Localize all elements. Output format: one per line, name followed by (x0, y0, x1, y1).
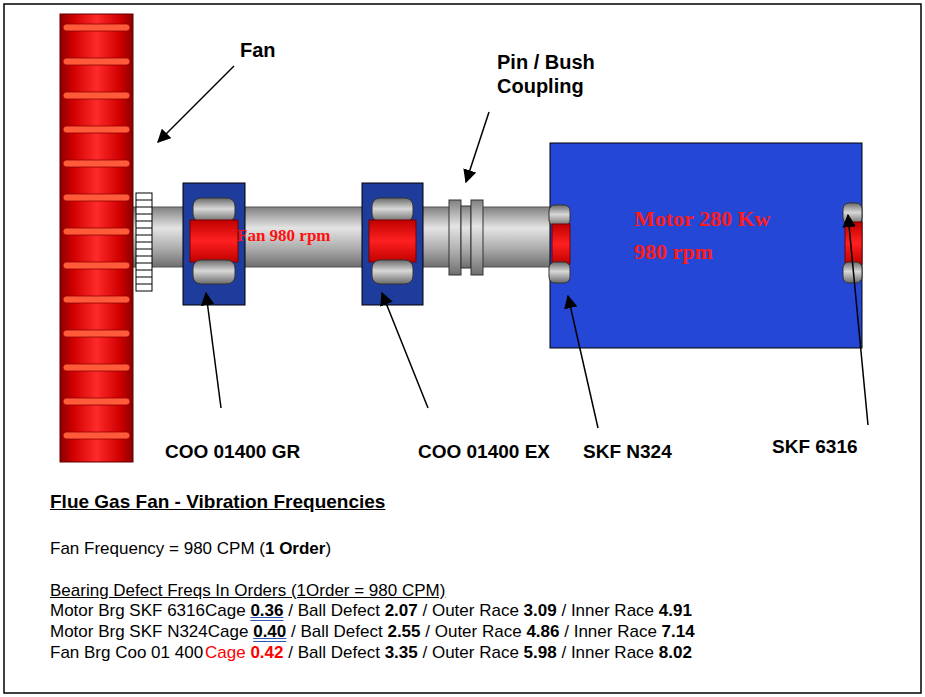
part-label: Fan (240, 38, 276, 62)
table-text: / Ball Defect (288, 600, 380, 621)
frequency-value: 3.09 (524, 600, 557, 621)
leader-lines (158, 66, 868, 428)
motor-node: Motor 280 Kw 980 rpm (628, 198, 828, 278)
frequency-value: 0.40 (253, 621, 286, 642)
table-text: / Outer Race (425, 621, 521, 642)
table-text: Cage (205, 600, 246, 621)
motor-body (549, 143, 862, 348)
bearing-label: COO 01400 EX (418, 440, 550, 464)
text-line: Motor Brg SKF N324Cage0.40/ Ball Defect2… (50, 621, 699, 642)
node-text: Motor 280 Kw 980 rpm (634, 202, 802, 268)
table-text: / Ball Defect (291, 621, 383, 642)
table-text: Bearing Defect Freqs In Orders (1Order =… (50, 580, 445, 601)
frequency-value: 0.42 (250, 642, 283, 663)
text-line: Bearing Defect Freqs In Orders (1Order =… (50, 580, 450, 601)
table-text: / Inner Race (561, 600, 654, 621)
row-heading: Motor Brg SKF N324 (50, 621, 208, 642)
bearing-label: SKF N324 (583, 440, 672, 464)
table-text: / Inner Race (564, 621, 657, 642)
table-text: Fan Frequency = 980 CPM ( (50, 538, 265, 559)
text-line: Fan Frequency = 980 CPM (1 Order) (50, 538, 331, 559)
frequency-value: 2.07 (385, 600, 418, 621)
row-heading: Fan Brg Coo 01 400 (50, 642, 205, 663)
diagram-title: Flue Gas Fan - Vibration Frequencies (50, 490, 385, 514)
frequency-value: 4.86 (526, 621, 559, 642)
text-line: Motor Brg SKF 6316Cage0.36/ Ball Defect2… (50, 600, 697, 621)
frequency-value: 3.35 (385, 642, 418, 663)
pin-bush-coupling (449, 200, 483, 275)
bearing-label: SKF 6316 (772, 435, 858, 459)
part-label: Pin / Bush Coupling (497, 50, 625, 98)
shaft-node: Fan 980 rpm (130, 207, 555, 267)
frequency-value: 7.14 (662, 621, 695, 642)
hub-disc (136, 193, 152, 291)
table-text: / Inner Race (561, 642, 654, 663)
frequency-value: 0.36 (250, 600, 283, 621)
bearing-label: COO 01400 GR (165, 440, 300, 464)
table-text: Cage (208, 621, 249, 642)
text-line: Fan Brg Coo 01 400Cage0.42/ Ball Defect3… (50, 642, 697, 663)
table-text: / Ball Defect (288, 642, 380, 663)
frame (4, 4, 921, 693)
frequency-value: 1 Order (265, 538, 325, 559)
node-text: Fan 980 rpm (237, 225, 355, 247)
frequency-value: 8.02 (659, 642, 692, 663)
table-text: ) (325, 538, 331, 559)
table-text: / Outer Race (422, 642, 518, 663)
frequency-value: 2.55 (387, 621, 420, 642)
fan-bearing-housing (183, 183, 245, 305)
fan-bearing-housing (362, 183, 423, 305)
fan-wheel (60, 14, 133, 462)
frequency-value: 4.91 (659, 600, 692, 621)
row-heading: Motor Brg SKF 6316 (50, 600, 205, 621)
table-text: Cage (205, 642, 246, 663)
table-text: / Outer Race (422, 600, 518, 621)
frequency-value: 5.98 (524, 642, 557, 663)
